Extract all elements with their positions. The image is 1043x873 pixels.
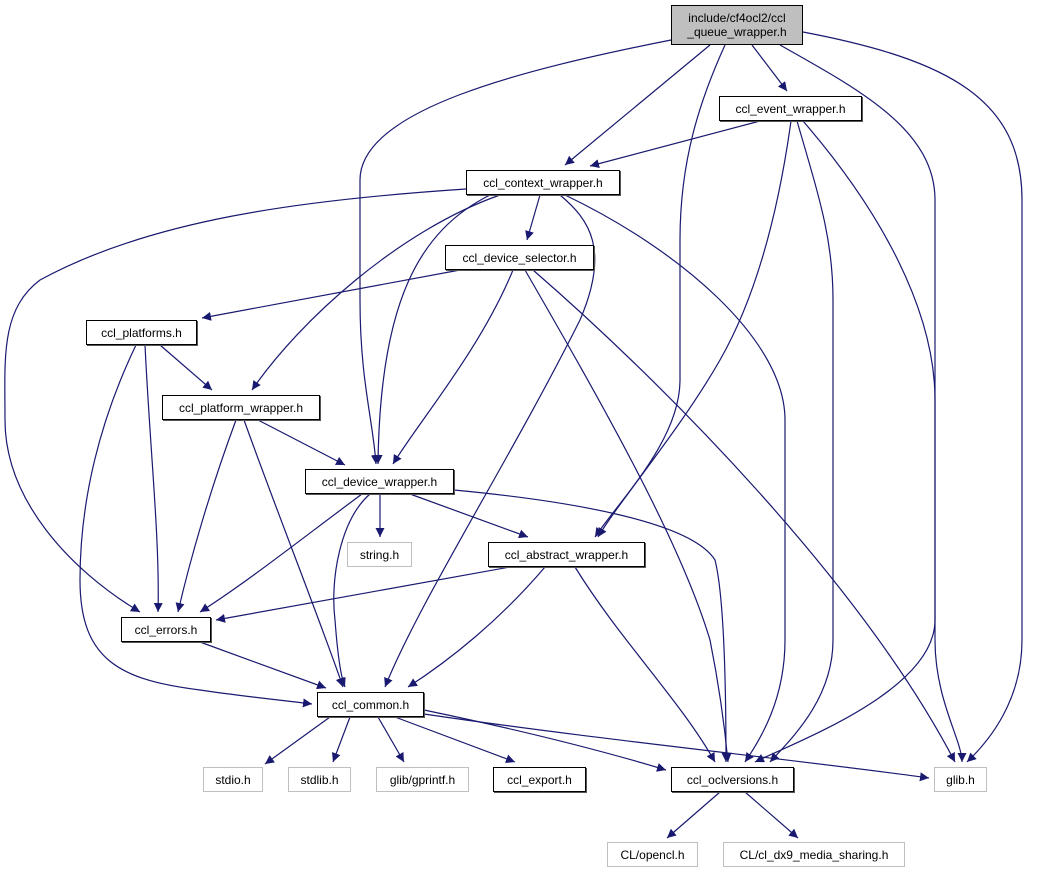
edge-device_wrapper-to-errors — [199, 493, 363, 613]
edge-abstract_wrapper-to-common — [407, 566, 546, 688]
node-platform-wrapper[interactable]: ccl_platform_wrapper.h — [162, 395, 320, 420]
edge-context_wrapper-to-device_wrapper — [373, 194, 491, 465]
edge-oclversions-to-dx9_h — [744, 791, 799, 839]
node-label: ccl_event_wrapper.h — [735, 101, 846, 116]
edge-context_wrapper-to-oclversions — [564, 194, 786, 763]
edge-event_wrapper-to-abstract_wrapper — [597, 120, 792, 538]
node-label: include/cf4ocl2/ccl _queue_wrapper.h — [687, 11, 787, 39]
edge-device_selector-to-device_wrapper — [392, 269, 514, 465]
node-device-wrapper[interactable]: ccl_device_wrapper.h — [305, 469, 454, 494]
edge-oclversions-to-opencl_h — [666, 791, 721, 839]
edge-common-to-oclversions — [423, 709, 667, 772]
node-label: ccl_platform_wrapper.h — [178, 400, 304, 415]
edge-common-to-export — [394, 716, 516, 764]
node-abstract-wrapper[interactable]: ccl_abstract_wrapper.h — [488, 542, 645, 567]
node-context-wrapper[interactable]: ccl_context_wrapper.h — [466, 170, 620, 195]
node-glib-h[interactable]: glib.h — [934, 767, 987, 792]
node-label: glib/gprintf.h — [389, 772, 456, 787]
node-label: ccl_common.h — [331, 697, 410, 712]
edge-device_selector-to-platforms — [201, 269, 461, 321]
edge-queue_wrapper-to-oclversions — [754, 44, 936, 763]
node-label: ccl_device_wrapper.h — [321, 474, 438, 489]
edge-abstract_wrapper-to-oclversions — [574, 566, 716, 763]
node-label: ccl_context_wrapper.h — [483, 175, 603, 190]
edge-event_wrapper-to-context_wrapper — [589, 120, 761, 169]
node-dx9-h[interactable]: CL/cl_dx9_media_sharing.h — [723, 842, 905, 867]
edge-event_wrapper-to-oclversions — [769, 120, 834, 763]
edge-device_selector-to-glib_h — [532, 269, 956, 763]
node-event-wrapper[interactable]: ccl_event_wrapper.h — [719, 96, 862, 121]
node-errors[interactable]: ccl_errors.h — [121, 617, 211, 642]
edge-queue_wrapper-to-device_wrapper — [359, 39, 672, 465]
node-label: ccl_errors.h — [134, 622, 198, 637]
node-device-selector[interactable]: ccl_device_selector.h — [445, 245, 594, 270]
edge-queue_wrapper-to-abstract_wrapper — [594, 44, 726, 538]
node-label: glib.h — [946, 772, 975, 787]
node-label: CL/opencl.h — [620, 847, 685, 862]
node-label: ccl_platforms.h — [101, 325, 182, 340]
node-label: stdlib.h — [300, 772, 339, 787]
edge-errors-to-common — [199, 641, 327, 690]
node-label: ccl_device_selector.h — [462, 250, 577, 265]
node-gprintf-h[interactable]: glib/gprintf.h — [376, 767, 469, 792]
edge-common-to-stdlib_h — [331, 716, 351, 763]
edge-device_wrapper-to-abstract_wrapper — [409, 493, 529, 539]
edge-queue_wrapper-to-event_wrapper — [751, 44, 788, 92]
edge-common-to-glib_h — [423, 713, 930, 782]
edge-context_wrapper-to-common — [384, 194, 596, 688]
node-platforms[interactable]: ccl_platforms.h — [86, 320, 197, 345]
node-oclversions[interactable]: ccl_oclversions.h — [671, 767, 794, 792]
edge-platform_wrapper-to-device_wrapper — [257, 419, 346, 466]
node-label: ccl_abstract_wrapper.h — [504, 547, 629, 562]
edge-event_wrapper-to-glib_h — [802, 120, 967, 763]
node-label: ccl_export.h — [507, 772, 572, 787]
edge-platforms-to-platform_wrapper — [159, 344, 213, 391]
edge-platform_wrapper-to-common — [243, 419, 345, 688]
edge-platforms-to-errors — [144, 344, 163, 613]
edge-abstract_wrapper-to-errors — [215, 566, 511, 623]
node-label: CL/cl_dx9_media_sharing.h — [739, 847, 889, 862]
node-common[interactable]: ccl_common.h — [317, 692, 424, 717]
node-string-h[interactable]: string.h — [347, 542, 412, 567]
edge-context_wrapper-to-device_selector — [525, 194, 541, 241]
edge-common-to-gprintf_h — [377, 716, 405, 763]
edge-context_wrapper-to-errors — [4, 188, 467, 613]
edge-platforms-to-common — [79, 344, 313, 708]
edge-common-to-stdio_h — [264, 716, 331, 765]
edge-device_wrapper-to-oclversions — [453, 489, 731, 763]
node-stdio-h[interactable]: stdio.h — [203, 767, 263, 792]
edge-queue_wrapper-to-glib_h — [802, 31, 1023, 763]
node-queue-wrapper: include/cf4ocl2/ccl _queue_wrapper.h — [671, 5, 803, 45]
edge-platform_wrapper-to-errors — [175, 419, 237, 613]
node-opencl-h[interactable]: CL/opencl.h — [607, 842, 698, 867]
node-stdlib-h[interactable]: stdlib.h — [288, 767, 351, 792]
node-export[interactable]: ccl_export.h — [493, 767, 586, 792]
edge-device_wrapper-to-common — [333, 493, 371, 688]
node-label: ccl_oclversions.h — [686, 772, 779, 787]
edge-queue_wrapper-to-context_wrapper — [564, 44, 711, 166]
node-label: stdio.h — [215, 772, 251, 787]
node-label: string.h — [359, 547, 400, 562]
edge-context_wrapper-to-platform_wrapper — [251, 194, 501, 391]
edge-device_selector-to-oclversions — [524, 269, 732, 763]
